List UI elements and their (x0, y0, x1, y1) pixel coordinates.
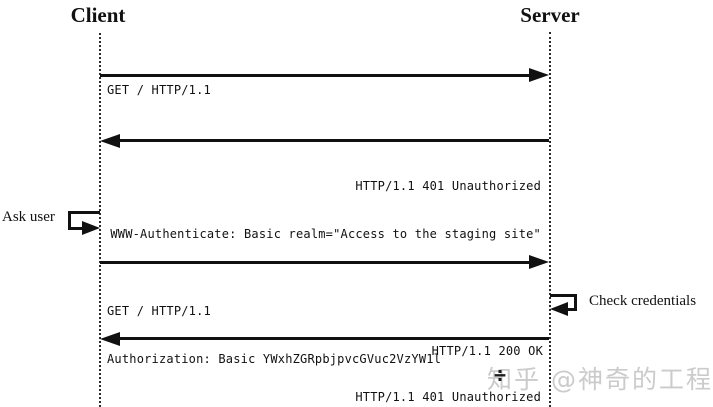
actor-server-title: Server (520, 3, 580, 27)
zhihu-watermark: 知乎 @神奇的工程师 (487, 365, 713, 394)
check-credentials-loop-top (550, 294, 577, 297)
ask-user-arrowhead-icon (82, 221, 100, 235)
request2-authorization-line: Authorization: Basic YWxhZGRpbjpvcGVuc2V… (107, 352, 442, 366)
ask-user-loop-side (68, 211, 71, 230)
message-arrow-request1 (100, 74, 532, 77)
arrowhead-left-icon (100, 332, 120, 346)
message-label-response401: HTTP/1.1 401 Unauthorized WWW-Authentica… (110, 146, 541, 274)
watermark-overlay-glyph: ÷ (494, 363, 507, 387)
message-label-request1: GET / HTTP/1.1 (107, 83, 211, 97)
ask-user-loop-bottom (68, 227, 88, 230)
message-label-response200: HTTP/1.1 200 OK (431, 344, 543, 358)
response401-www-authenticate-line: WWW-Authenticate: Basic realm="Access to… (110, 227, 541, 241)
message-label-request2: GET / HTTP/1.1 Authorization: Basic YWxh… (107, 271, 441, 399)
client-lifeline (99, 33, 101, 407)
server-lifeline (549, 32, 551, 407)
response401-status-line: HTTP/1.1 401 Unauthorized (355, 179, 541, 193)
check-credentials-label: Check credentials (589, 293, 697, 309)
ask-user-loop-top (68, 211, 100, 214)
ask-user-label: Ask user (2, 209, 55, 225)
arrowhead-right-icon (529, 68, 549, 82)
arrowhead-left-icon (100, 134, 120, 148)
actor-client-title: Client (70, 3, 126, 27)
check-credentials-arrowhead-icon (550, 302, 568, 316)
request2-get-line: GET / HTTP/1.1 (107, 304, 211, 318)
message-arrow-response401 (118, 139, 549, 142)
message-label-response401-repeat: HTTP/1.1 401 Unauthorized (355, 390, 541, 404)
message-arrow-response200 (118, 337, 549, 340)
check-credentials-loop-bottom (562, 308, 577, 311)
arrowhead-right-icon (529, 255, 549, 269)
message-arrow-request2 (100, 261, 532, 264)
check-credentials-loop-side (574, 294, 577, 311)
